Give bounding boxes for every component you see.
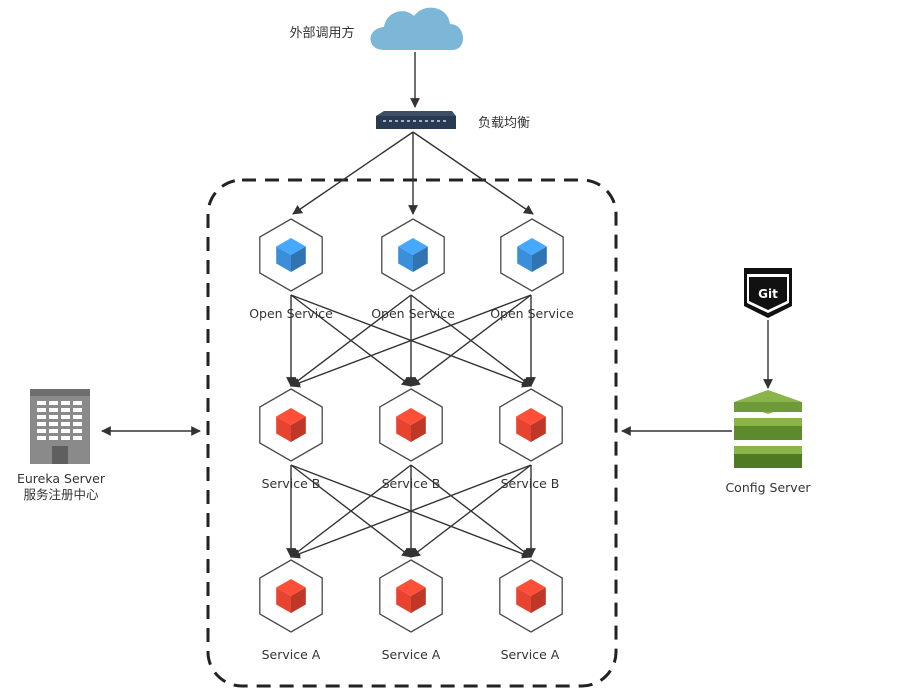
service-b-label: Service B (382, 476, 441, 491)
cube-icon (276, 238, 306, 272)
service-b-node (499, 388, 563, 462)
caller-label: 外部调用方 (289, 25, 354, 41)
cube-icon (276, 408, 306, 442)
cube-icon (276, 579, 306, 613)
cube-icon (398, 238, 428, 272)
eureka-sublabel: 服务注册中心 (23, 487, 99, 502)
cube-icon (396, 408, 426, 442)
open-service-node (500, 218, 564, 292)
service-b-label: Service B (501, 476, 560, 491)
git-icon (744, 268, 792, 318)
git-label: Git (758, 287, 778, 301)
service-a-labels: Service A Service A Service A (262, 647, 560, 662)
config-stack-icon (734, 390, 802, 468)
service-cluster-boundary (206, 178, 618, 688)
service-a-node (259, 559, 323, 633)
cube-icon (396, 579, 426, 613)
open-service-labels: Open Service Open Service Open Service (249, 306, 574, 321)
config-label: Config Server (725, 480, 811, 495)
open-service-label: Open Service (249, 306, 333, 321)
service-b-label: Service B (262, 476, 321, 491)
service-b-node (379, 388, 443, 462)
service-b-labels: Service B Service B Service B (262, 476, 560, 491)
open-service-label: Open Service (490, 306, 574, 321)
load-balancer-label: 负载均衡 (478, 116, 530, 131)
cloud-icon (370, 7, 464, 50)
cube-icon (516, 579, 546, 613)
eureka-label: Eureka Server (17, 471, 106, 486)
service-b-node (259, 388, 323, 462)
connector (292, 131, 414, 215)
cube-icon (516, 408, 546, 442)
service-a-label: Service A (501, 647, 560, 662)
server-icon (30, 389, 90, 464)
open-service-node (259, 218, 323, 292)
service-b-row (259, 388, 563, 462)
cube-icon (517, 238, 547, 272)
switch-icon (376, 111, 456, 129)
b-to-a-connectors (286, 464, 536, 559)
open-service-row (259, 218, 564, 292)
open-service-node (381, 218, 445, 292)
open-service-label: Open Service (371, 306, 455, 321)
connector (412, 131, 534, 215)
service-a-label: Service A (382, 647, 441, 662)
service-a-node (379, 559, 443, 633)
open-to-b-connectors (286, 294, 536, 388)
service-a-row (259, 559, 563, 633)
service-a-label: Service A (262, 647, 321, 662)
service-a-node (499, 559, 563, 633)
